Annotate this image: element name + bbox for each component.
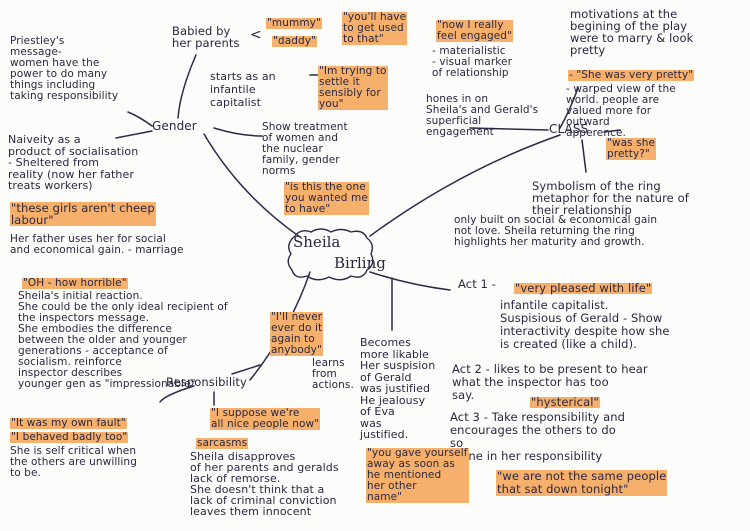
link-gender-show <box>213 127 263 137</box>
branch-gender: Gender <box>152 119 197 133</box>
quote-oh-horrible: "OH - how horrible" <box>22 277 128 289</box>
quote-youll-have: "you'll have to get used to that" <box>342 11 408 45</box>
note-only-built: only built on social & economical gain n… <box>454 214 658 248</box>
note-self-critical: She is self critical when the others are… <box>10 445 137 479</box>
quote-not-same-people: "we are not the same people that sat dow… <box>496 469 668 496</box>
note-becomes-likable: Becomes more likable Her suspision of Ge… <box>360 336 436 441</box>
note-show-treatment: Show treatment of women and the nuclear … <box>262 121 348 177</box>
note-warped-view: - warped view of the world. people are v… <box>566 83 676 139</box>
note-motivations: motivations at the begining of the play … <box>570 7 694 57</box>
note-act2: Act 2 - likes to be present to hear what… <box>452 362 648 402</box>
quote-very-pretty: - "She was very pretty" <box>568 69 695 81</box>
link-class-right <box>603 129 621 133</box>
link-resp-up <box>231 364 261 375</box>
link-gender-naivety <box>115 130 153 139</box>
note-naivety: Naiveity as a product of socialisation -… <box>8 133 139 192</box>
link-centre-act1 <box>369 271 451 291</box>
note-act1: infantile capitalist. Suspisious of Gera… <box>500 298 670 351</box>
link-gender-centre <box>203 133 301 238</box>
note-sarcasms: sarcasms <box>196 437 249 449</box>
quote-behaved-badly: "I behaved badly too" <box>10 431 129 443</box>
quote-gave-yourself-away: "you gave yourself away as soon as he me… <box>366 447 469 503</box>
note-starts-infantile: starts as an infantile capitalist <box>210 70 276 109</box>
central-title-first: Sheila <box>293 233 341 251</box>
quote-daddy: "daddy" <box>272 35 318 47</box>
bracket-symbol: < <box>250 27 262 43</box>
note-initial-reaction: Sheila's initial reaction. She could be … <box>18 290 228 390</box>
note-act3: Act 3 - Take responsibility and encourag… <box>450 410 626 463</box>
quote-my-own-fault: "It was my own fault" <box>10 417 127 429</box>
quote-very-pleased: "very pleased with life" <box>514 281 653 295</box>
link-gender-priestley <box>127 111 153 127</box>
note-father-uses: Her father uses her for social and econo… <box>10 233 184 256</box>
quote-suppose-nice-people: "I suppose we're all nice people now" <box>210 407 321 430</box>
note-hones-in: hones in on Sheila's and Gerald's superf… <box>426 93 539 138</box>
central-title-last: Birling <box>334 254 386 272</box>
quote-trying-settle: "Im trying to settle it sensibly for you… <box>318 65 388 110</box>
link-class-left <box>469 127 549 131</box>
branch-responsibility: Responsibility <box>166 375 247 389</box>
link-centre-class <box>369 134 561 237</box>
quote-hysterical: "hysterical" <box>530 395 600 409</box>
note-materialistic: - materialistic - visual marker of relat… <box>432 45 513 79</box>
central-cloud-shape <box>287 228 374 281</box>
quote-never-do-it-again: "I'll never ever do it again to anybody" <box>270 311 324 356</box>
link-gender-babied <box>177 54 197 119</box>
quote-is-this-the-one: "is this the one you wanted me to have" <box>284 181 369 215</box>
note-disapproves: Sheila disapproves of her parents and ge… <box>190 450 339 518</box>
link-class-down <box>581 139 587 173</box>
note-learns-from-actions: learns from actions. <box>312 357 354 391</box>
quote-mummy: "mummy" <box>266 17 322 29</box>
link-resp-left <box>159 385 195 403</box>
act1-label: Act 1 - <box>458 277 496 291</box>
quote-now-engaged: "now I really feel engaged" <box>436 19 514 42</box>
link-class-up <box>559 87 579 129</box>
branch-class: CLASS <box>549 122 589 136</box>
note-priestley-message: Priestley's message- women have the powe… <box>10 35 119 102</box>
note-symbolism: Symbolism of the ring metaphor for the n… <box>532 179 689 217</box>
quote-was-she-pretty: "was she pretty?" <box>606 137 657 160</box>
quote-these-girls: "these girls aren't cheep labour" <box>10 201 156 227</box>
note-babied: Babied by her parents <box>172 24 240 50</box>
